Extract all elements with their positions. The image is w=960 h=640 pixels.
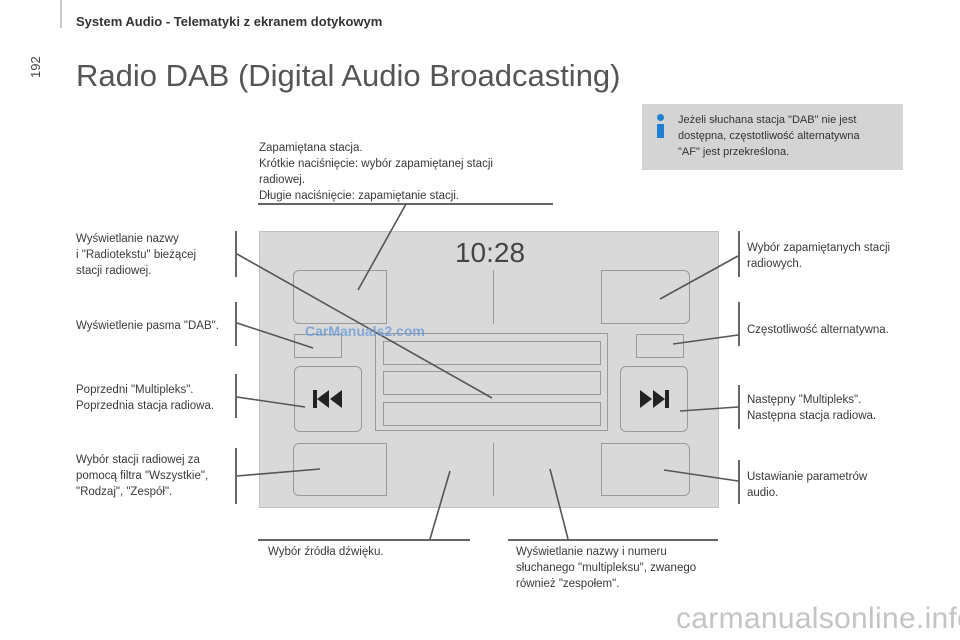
callout-rule — [235, 302, 237, 346]
preset-button-3[interactable] — [494, 270, 602, 324]
multiplex-field — [383, 402, 601, 426]
multiplex-info-button[interactable] — [494, 443, 602, 496]
callout-station-filter: Wybór stacji radiowej za pomocą filtra "… — [76, 454, 209, 498]
callout-rule — [235, 374, 237, 418]
preset-button-1[interactable] — [294, 271, 386, 323]
callout-preset-selection: Wybór zapamiętanych stacji radiowych. — [747, 242, 891, 270]
callout-rule — [258, 539, 470, 541]
callout-dab-band: Wyświetlenie pasma "DAB". — [76, 320, 219, 332]
af-frequency-indicator[interactable] — [636, 334, 684, 358]
callout-rule — [738, 385, 740, 429]
station-filter-button[interactable] — [294, 444, 386, 495]
callout-rule — [508, 539, 718, 541]
station-name-field — [383, 341, 601, 365]
next-multiplex-button[interactable] — [620, 366, 688, 432]
page-number: 192 — [28, 56, 43, 78]
callout-multiplex-name: Wyświetlanie nazwy i numeru słuchanego "… — [516, 546, 697, 590]
callout-display-name: Wyświetlanie nazwy i "Radiotekstu" bieżą… — [76, 233, 197, 277]
skip-back-icon — [313, 390, 342, 408]
watermark: CarManuals2.com — [305, 323, 425, 339]
callout-preset-station: Zapamiętana stacja. Krótkie naciśnięcie:… — [259, 142, 493, 202]
callout-rule — [235, 231, 237, 277]
info-note-text: Jeżeli słuchana stacja "DAB" nie jest do… — [678, 114, 860, 158]
skip-forward-icon — [640, 390, 669, 408]
info-icon — [654, 114, 668, 140]
callout-rule — [738, 460, 740, 504]
callout-rule — [738, 302, 740, 346]
source-button[interactable] — [386, 443, 494, 496]
clock: 10:28 — [454, 237, 526, 268]
footer-watermark: carmanualsonline.info — [676, 602, 960, 635]
preset-button-2[interactable] — [386, 270, 494, 324]
callout-previous-multiplex: Poprzedni "Multipleks". Poprzednia stacj… — [76, 384, 215, 412]
callout-audio-settings: Ustawianie parametrów audio. — [747, 471, 868, 499]
info-note: Jeżeli słuchana stacja "DAB" nie jest do… — [642, 104, 903, 170]
audio-settings-button[interactable] — [602, 444, 689, 495]
callout-rule — [258, 203, 553, 205]
callout-source-select: Wybór źródła dźwięku. — [268, 546, 384, 558]
header-divider — [60, 0, 62, 28]
callout-rule — [235, 448, 237, 504]
section-title: System Audio - Telematyki z ekranem doty… — [76, 14, 383, 29]
page-title: Radio DAB (Digital Audio Broadcasting) — [76, 58, 621, 93]
previous-multiplex-button[interactable] — [294, 366, 362, 432]
callout-alt-frequency: Częstotliwość alternatywna. — [747, 324, 889, 336]
preset-button-4[interactable] — [602, 271, 689, 323]
callout-next-multiplex: Następny "Multipleks". Następna stacja r… — [747, 394, 877, 422]
callout-rule — [738, 231, 740, 277]
radiotext-field — [383, 371, 601, 395]
